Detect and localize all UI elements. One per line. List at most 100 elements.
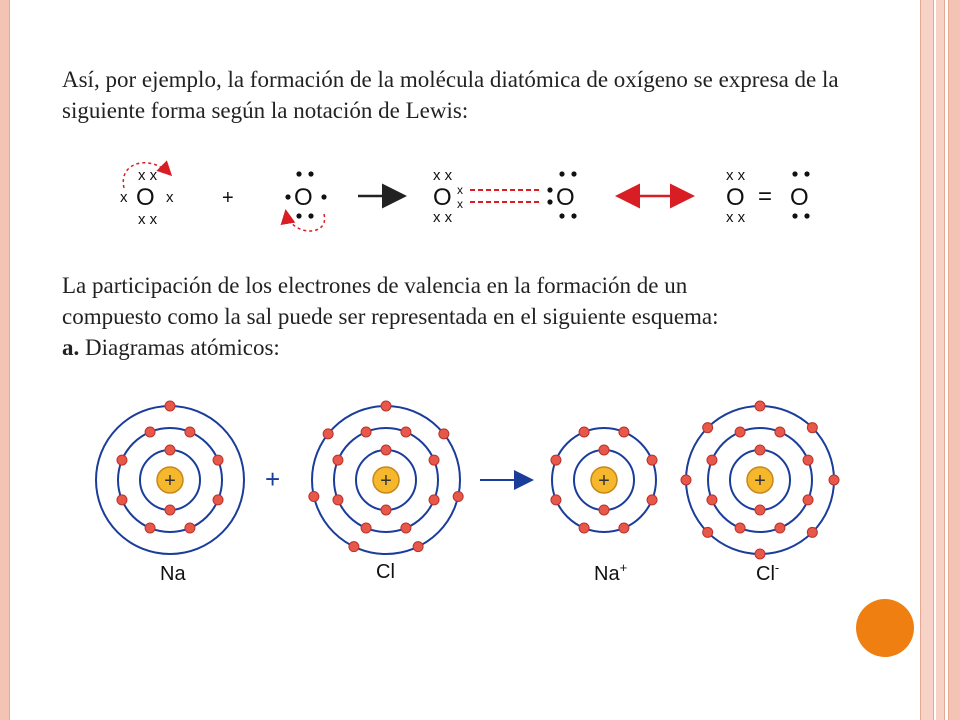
nucleus-plus: +	[598, 470, 610, 492]
plus-sign: +	[222, 187, 234, 209]
oxygen-intro-paragraph: Así, por ejemplo, la formación de la mol…	[62, 67, 839, 123]
slide-right-border-edge	[948, 0, 960, 720]
electron	[164, 444, 176, 456]
electron	[706, 494, 718, 506]
slide-right-border	[920, 0, 934, 720]
electron	[774, 522, 786, 534]
svg-text:x x: x x	[726, 167, 746, 184]
electron	[774, 426, 786, 438]
electron	[332, 454, 344, 466]
electron	[598, 504, 610, 516]
salt-paragraph-line1: La participación de los electrones de va…	[62, 273, 688, 298]
label-cl: Cl	[376, 561, 395, 583]
oxygen-atom-dots: O	[280, 171, 327, 232]
diagram-caption: a. Diagramas atómicos:	[62, 332, 902, 363]
oxygen-molecule: x x O x x = O	[726, 167, 810, 226]
electron	[380, 444, 392, 456]
svg-text:O: O	[433, 184, 452, 211]
electron	[578, 426, 590, 438]
svg-text:x x: x x	[726, 209, 746, 226]
nucleus-plus: +	[164, 470, 176, 492]
electron	[734, 522, 746, 534]
chlorine-atom: +	[308, 400, 464, 555]
electron	[438, 428, 450, 440]
electron	[380, 400, 392, 412]
cross-left: x	[120, 189, 128, 206]
electron	[806, 526, 818, 538]
item-letter: a.	[62, 335, 80, 360]
label-na-ion: Na+	[594, 560, 627, 585]
svg-text:x x: x x	[433, 167, 453, 184]
electron	[618, 522, 630, 534]
electron	[806, 422, 818, 434]
svg-text:x: x	[457, 197, 463, 211]
double-bond: =	[758, 183, 772, 210]
salt-intro-paragraph: La participación de los electrones de va…	[62, 270, 902, 363]
electron	[116, 494, 128, 506]
electron	[400, 426, 412, 438]
nucleus-plus: +	[380, 470, 392, 492]
cross-pair-top: x x	[138, 167, 158, 184]
svg-text:O: O	[556, 184, 575, 211]
electron	[754, 400, 766, 412]
label-na: Na	[160, 563, 186, 585]
electron	[646, 454, 658, 466]
electron	[144, 522, 156, 534]
accent-circle	[856, 599, 914, 657]
electron	[702, 526, 714, 538]
electron	[380, 504, 392, 516]
electron	[212, 494, 224, 506]
sodium-ion: +	[550, 426, 658, 534]
electron	[144, 426, 156, 438]
svg-text:x: x	[457, 183, 463, 197]
slide-right-border-stripe	[936, 0, 945, 720]
electron	[452, 490, 464, 502]
electron	[428, 494, 440, 506]
electron	[618, 426, 630, 438]
chloride-ion: +	[680, 400, 840, 560]
electron	[412, 541, 424, 553]
electron	[734, 426, 746, 438]
electron	[360, 426, 372, 438]
electron	[754, 548, 766, 560]
electron	[578, 522, 590, 534]
sodium-atom: +	[95, 400, 245, 555]
oxygen-atom-crosses: x x x O x x x	[120, 160, 174, 228]
svg-text:O: O	[790, 184, 809, 211]
electron	[400, 522, 412, 534]
electron	[802, 454, 814, 466]
electron	[116, 454, 128, 466]
oxygen-bond-forming: x x O x x x x O	[433, 167, 577, 226]
electron	[308, 490, 320, 502]
electron	[164, 504, 176, 516]
item-text: Diagramas atómicos:	[79, 335, 280, 360]
nucleus	[746, 466, 774, 494]
electron	[332, 494, 344, 506]
electron	[706, 454, 718, 466]
oxygen-symbol: O	[294, 184, 313, 211]
nucleus	[372, 466, 400, 494]
svg-text:x x: x x	[433, 209, 453, 226]
electron	[212, 454, 224, 466]
electron	[598, 444, 610, 456]
electron	[680, 474, 692, 486]
electron	[164, 400, 176, 412]
electron-shell	[333, 427, 439, 533]
red-curved-arrow	[122, 160, 173, 189]
electron	[184, 522, 196, 534]
cross-pair-bottom: x x	[138, 211, 158, 228]
electron	[702, 422, 714, 434]
electron	[828, 474, 840, 486]
electron	[184, 426, 196, 438]
red-curved-arrow	[280, 209, 326, 232]
electron	[360, 522, 372, 534]
slide-left-border	[0, 0, 10, 720]
electron	[754, 504, 766, 516]
lewis-oxygen-diagram: x x x O x x x + O x x O x x x x O x x O …	[120, 160, 810, 232]
svg-text:O: O	[726, 184, 745, 211]
nucleus-plus: +	[754, 470, 766, 492]
label-cl-ion: Cl-	[756, 560, 779, 585]
cross-right: x	[166, 189, 174, 206]
electron	[322, 428, 334, 440]
electron	[428, 454, 440, 466]
